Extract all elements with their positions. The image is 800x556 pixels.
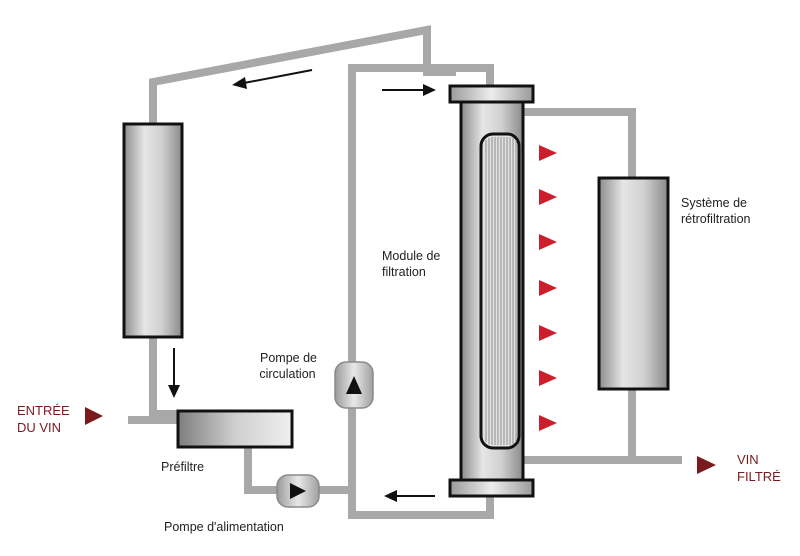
vin-filtre-label-line2: FILTRÉ <box>737 469 781 484</box>
permeate-arrow-icon <box>539 145 557 161</box>
permeate-arrow-icon <box>539 325 557 341</box>
inlet-arrow-icon <box>85 407 103 425</box>
module-bottom-cap <box>448 478 535 498</box>
flow-arrow-right-icon <box>382 84 436 96</box>
circulation-pump-arrow-icon <box>346 376 362 394</box>
top-return-pipe <box>149 25 456 124</box>
flow-arrows <box>168 69 436 502</box>
prefilter-to-pump-pipe <box>244 446 282 494</box>
outlet-arrow-icon <box>697 456 716 474</box>
flow-arrow-down-icon <box>168 348 180 398</box>
prefiltre-label: Préfiltre <box>161 460 205 474</box>
module-top-cap <box>448 84 535 104</box>
vin-filtre-label: VIN FILTRÉ <box>737 451 781 485</box>
pompe-circulation-label: Pompe de circulation <box>258 350 317 382</box>
permeate-arrow-icon <box>539 234 557 250</box>
flow-arrow-left-top-icon <box>232 69 313 89</box>
column-to-prefilter-pipe <box>149 336 180 418</box>
module-label: Module de filtration <box>382 248 440 280</box>
permeate-arrow-icon <box>539 280 557 296</box>
pompe-circulation-label-line1: Pompe de <box>260 351 317 365</box>
permeate-arrow-icon <box>539 415 557 431</box>
permeate-arrows <box>539 145 557 431</box>
flow-arrow-left-bottom-icon <box>384 490 435 502</box>
retro-label-line2: rétrofiltration <box>681 212 751 226</box>
prefilter <box>176 409 294 449</box>
feed-pump <box>276 474 320 508</box>
retro-top-pipe <box>520 108 636 178</box>
membrane-fibres <box>485 137 517 445</box>
feed-pump-arrow-icon <box>290 483 306 499</box>
vin-filtre-label-line1: VIN <box>737 452 759 467</box>
entree-label-line2: DU VIN <box>17 420 62 435</box>
entree-label: ENTRÉE DU VIN <box>17 402 70 436</box>
retro-label-line1: Système de <box>681 196 748 210</box>
permeate-arrow-icon <box>539 370 557 386</box>
retrofiltration-unit <box>597 176 670 391</box>
module-label-line1: Module de <box>382 249 441 263</box>
module-label-line2: filtration <box>382 265 426 279</box>
entree-label-line1: ENTRÉE <box>17 403 70 418</box>
pompe-alimentation-label: Pompe d'alimentation <box>164 520 284 534</box>
pompe-circulation-label-line2: circulation <box>259 367 316 381</box>
left-column <box>122 122 184 339</box>
retro-label: Système de rétrofiltration <box>681 195 750 227</box>
filtration-module <box>448 84 535 498</box>
circulation-pump <box>334 361 374 409</box>
permeate-arrow-icon <box>539 189 557 205</box>
